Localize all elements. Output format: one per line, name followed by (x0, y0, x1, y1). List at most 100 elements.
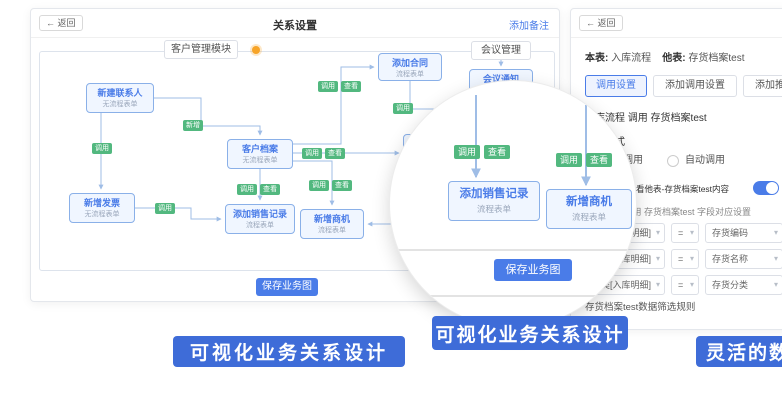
node-subtitle: 流程表单 (396, 71, 424, 78)
node-title: 新增商机 (566, 196, 612, 208)
this-table-label: 本表: (585, 53, 609, 64)
chevron-down-icon: ▾ (773, 254, 778, 263)
node-title: 添加销售记录 (459, 188, 529, 200)
edge-tag: 调用 (155, 203, 175, 214)
tab-add-push-settings[interactable]: 添加推送设置 (743, 75, 782, 97)
edge-tag: 查看 (332, 180, 352, 191)
back-label: 返回 (57, 18, 76, 28)
select-value: = (678, 280, 684, 290)
node-subtitle: 无流程表单 (84, 211, 120, 218)
node-title: 添加销售记录 (232, 209, 287, 219)
tab-add-call-settings[interactable]: 添加调用设置 (653, 75, 737, 97)
chevron-down-icon: ▾ (655, 254, 660, 263)
add-note-link[interactable]: 添加备注 (509, 21, 549, 32)
other-table-value: 存货档案test (688, 53, 745, 64)
node-subtitle: 无流程表单 (102, 101, 138, 108)
module-chip-meeting[interactable]: 会议管理 (471, 41, 531, 60)
node-add-sales-record-magnified: 添加销售记录 流程表单 (448, 181, 540, 221)
node-title: 添加合同 (391, 58, 428, 68)
magnifier-lens: 调用 查看 调用 查看 添加销售记录 流程表单 新增商机 流程表单 保存业务图 (389, 80, 637, 328)
window-header: ← 返回 关系设置 添加备注 (31, 9, 559, 38)
mapping-op-select[interactable]: = ▾ (671, 275, 699, 295)
radio-auto-call[interactable]: 自动调用 (667, 154, 725, 168)
edge-tag: 查看 (341, 81, 361, 92)
select-value: 存货编码 (712, 228, 749, 238)
tab-call-settings[interactable]: 调用设置 (585, 75, 647, 97)
select-value: 存货名称 (712, 254, 749, 264)
mapping-op-select[interactable]: = ▾ (671, 223, 699, 243)
module-chip-customer[interactable]: 客户管理模块 (164, 40, 238, 59)
node-subtitle: 流程表单 (571, 211, 606, 222)
node-title: 客户档案 (241, 144, 278, 154)
save-diagram-button[interactable]: 保存业务图 (256, 278, 318, 296)
node-customer-archive[interactable]: 客户档案 无流程表单 (227, 139, 293, 169)
select-value: 分类[入库明细] (592, 280, 652, 290)
mapping-right-select[interactable]: 存货分类 ▾ (705, 275, 782, 295)
back-label: 返回 (597, 18, 616, 28)
edge-tag: 调用 (393, 103, 413, 114)
page-title: 关系设置 (273, 20, 317, 32)
relation-line: 入库流程 调用 存货档案test (585, 113, 707, 124)
node-new-invoice[interactable]: 新增发票 无流程表单 (69, 193, 135, 223)
divider (390, 295, 636, 297)
edge-tag: 查看 (484, 145, 511, 159)
chevron-down-icon: ▾ (773, 280, 778, 289)
chevron-down-icon: ▾ (655, 280, 660, 289)
node-new-opportunity-magnified: 新增商机 流程表单 (546, 189, 632, 229)
other-table-label: 他表: (662, 53, 686, 64)
node-title: 新增商机 (313, 214, 350, 224)
edge-tag: 调用 (302, 148, 322, 159)
edge-tag: 调用 (237, 184, 257, 195)
chevron-down-icon: ▾ (773, 228, 778, 237)
caption-visual-design: 可视化业务关系设计 (173, 336, 405, 367)
node-add-contract[interactable]: 添加合同 流程表单 (378, 53, 442, 81)
table-pair-row: 本表: 入库流程 他表: 存货档案test (585, 49, 745, 64)
node-add-sales-record[interactable]: 添加销售记录 流程表单 (225, 204, 295, 234)
edge-tag: 调用 (556, 153, 583, 167)
select-value: = (678, 254, 684, 264)
edge-tag: 新增 (183, 120, 203, 131)
back-arrow-icon: ← (46, 18, 55, 28)
edge-tag: 调用 (454, 145, 481, 159)
mapping-right-select[interactable]: 存货名称 ▾ (705, 249, 782, 269)
detail-view-toggle[interactable] (753, 181, 779, 195)
edge-tag: 调用 (309, 180, 329, 191)
node-subtitle: 流程表单 (476, 203, 511, 214)
node-subtitle: 无流程表单 (242, 157, 278, 164)
toggle-label: 调用时详细查看他表-存货档案test内容 (585, 184, 730, 194)
mapping-op-select[interactable]: = ▾ (671, 249, 699, 269)
this-table-value: 入库流程 (611, 53, 652, 64)
call-settings-window: ← 返回 本表: 入库流程 他表: 存货档案test 调用设置 添加调用设置 添… (570, 8, 782, 330)
node-title: 会议通知 (482, 74, 519, 84)
node-subtitle: 流程表单 (318, 227, 346, 234)
magnified-flow-edges (471, 95, 591, 187)
edge-tag: 调用 (318, 81, 338, 92)
chevron-down-icon: ▾ (689, 254, 694, 263)
chevron-down-icon: ▾ (689, 280, 694, 289)
mapping-right-select[interactable]: 存货编码 ▾ (705, 223, 782, 243)
select-value: 存货分类 (712, 280, 749, 290)
caption-visual-design-magnified: 可视化业务关系设计 (432, 316, 628, 350)
window-header: ← 返回 (571, 9, 782, 38)
back-arrow-icon: ← (586, 18, 595, 28)
filter-rule-link[interactable]: 存货档案test数据筛选规则 (585, 302, 696, 313)
node-new-opportunity[interactable]: 新增商机 流程表单 (300, 209, 364, 239)
status-dot (252, 46, 260, 54)
divider (390, 249, 636, 251)
chevron-down-icon: ▾ (655, 228, 660, 237)
node-title: 新建联系人 (97, 88, 143, 98)
chevron-down-icon: ▾ (689, 228, 694, 237)
back-button[interactable]: ← 返回 (39, 15, 83, 31)
mapping-title: 入库流程 调用 存货档案test 字段对应设置 (585, 207, 752, 217)
save-diagram-button-magnified: 保存业务图 (494, 259, 572, 281)
edge-tag: 查看 (260, 184, 280, 195)
edge-tag: 调用 (92, 143, 112, 154)
node-title: 新增发票 (83, 198, 120, 208)
edge-tag: 查看 (586, 153, 613, 167)
edge-tag: 查看 (325, 148, 345, 159)
node-new-contact[interactable]: 新建联系人 无流程表单 (86, 83, 154, 113)
select-value: = (678, 228, 684, 238)
back-button[interactable]: ← 返回 (579, 15, 623, 31)
node-subtitle: 流程表单 (246, 222, 274, 229)
